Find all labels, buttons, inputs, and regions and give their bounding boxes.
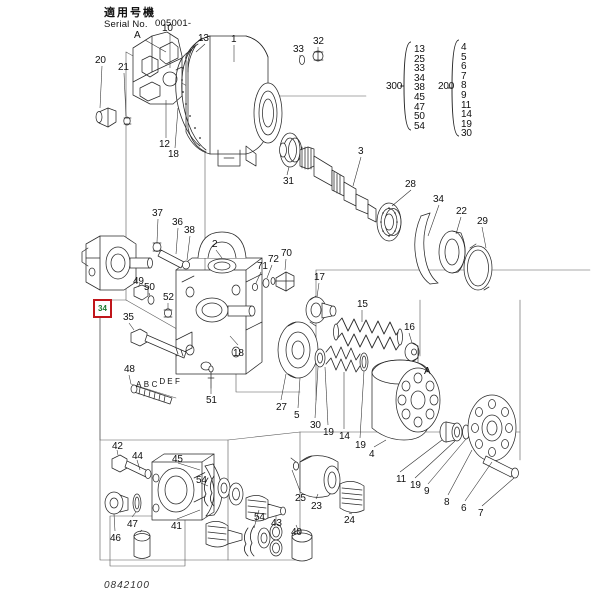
part-callout-44[interactable]: 44 [132,451,143,462]
part-callout-36[interactable]: 36 [172,217,183,228]
part-callout-47[interactable]: 47 [127,519,138,530]
part-callout-37[interactable]: 37 [152,208,163,219]
part-callout-11[interactable]: 11 [396,474,406,485]
part-callout-A[interactable]: A [424,366,431,377]
part48-sublabel-D[interactable]: D [159,377,165,386]
group-200-item-11[interactable]: 11 [461,99,471,111]
part-callout-19[interactable]: 19 [323,427,334,438]
group-200-item-6[interactable]: 6 [461,61,467,73]
part-callout-35[interactable]: 35 [123,312,134,323]
part-callout-6[interactable]: 6 [461,503,467,514]
assembly-group-label-200[interactable]: 200 [438,81,455,92]
part-callout-25[interactable]: 25 [295,493,306,504]
serial-no-label: Serial No. [104,19,148,30]
group-300-item-34[interactable]: 34 [414,72,425,84]
part-callout-48[interactable]: 48 [124,364,135,375]
part-callout-54[interactable]: 54 [196,475,207,486]
part-callout-70[interactable]: 70 [281,248,292,259]
part-callout-19[interactable]: 19 [410,480,421,491]
part-callout-40[interactable]: 40 [291,527,302,538]
part-callout-5[interactable]: 5 [294,410,300,421]
part-callout-30[interactable]: 30 [310,420,321,431]
part-callout-29[interactable]: 29 [477,216,488,227]
part-callout-15[interactable]: 15 [357,299,368,310]
group-300-item-50[interactable]: 50 [414,111,425,123]
part-callout-28[interactable]: 28 [405,179,416,190]
part-callout-18[interactable]: 18 [233,348,244,359]
part-callout-10[interactable]: 10 [162,23,173,34]
part-callout-41[interactable]: 41 [171,521,182,532]
part-callout-33[interactable]: 33 [293,44,304,55]
part-callout-20[interactable]: 20 [95,55,106,66]
part-callout-21[interactable]: 21 [118,62,129,73]
part-callout-A[interactable]: A [134,30,141,41]
part-callout-19[interactable]: 19 [355,440,366,451]
part-callout-31[interactable]: 31 [283,176,294,187]
part-callout-32[interactable]: 32 [313,36,324,47]
group-200-item-5[interactable]: 5 [461,51,467,63]
part-callout-27[interactable]: 27 [276,402,287,413]
group-200-item-9[interactable]: 9 [461,90,467,101]
part48-sublabel-A[interactable]: A [136,380,142,389]
part-callout-50[interactable]: 50 [144,282,155,293]
part-callout-23[interactable]: 23 [311,501,322,512]
part48-sublabel-C[interactable]: C [151,380,158,389]
drawing-number: 0842100 [104,580,150,591]
group-300-item-38[interactable]: 38 [414,82,425,94]
assembly-group-label-300[interactable]: 300 [386,81,403,92]
part-callout-14[interactable]: 14 [339,431,350,442]
group-300-item-45[interactable]: 45 [414,92,425,103]
part-callout-3[interactable]: 3 [358,146,364,157]
group-200-item-8[interactable]: 8 [461,80,467,92]
part-callout-18[interactable]: 18 [168,149,179,160]
group-300-item-25[interactable]: 25 [414,53,425,65]
part-callout-38[interactable]: 38 [184,225,195,236]
part-callout-42[interactable]: 42 [112,441,123,452]
part-callout-4[interactable]: 4 [369,449,375,460]
part-callout-1[interactable]: 1 [231,34,237,45]
group-200-item-14[interactable]: 14 [461,109,472,121]
part-callout-49[interactable]: 49 [133,276,144,287]
group-300-item-47[interactable]: 47 [414,101,425,113]
highlighted-part-number-box[interactable]: 34 [93,299,112,318]
part-callout-45[interactable]: 45 [172,454,183,465]
applicable-model-title-jp: 適用号機 [104,6,156,19]
group-300-item-54[interactable]: 54 [414,120,425,132]
part-callout-24[interactable]: 24 [344,515,355,526]
part-callout-46[interactable]: 46 [110,533,121,544]
part-callout-43[interactable]: 43 [271,518,282,529]
part-callout-22[interactable]: 22 [456,206,467,217]
group-200-item-4[interactable]: 4 [461,42,467,53]
group-200-item-7[interactable]: 7 [461,70,467,82]
serial-no-value: 005001- [155,18,192,29]
group-200-item-30[interactable]: 30 [461,128,472,140]
part48-sublabel-E[interactable]: E [167,377,173,386]
part-callout-2[interactable]: 2 [212,239,218,250]
part48-sublabel-B[interactable]: B [143,380,149,389]
part48-sublabel-F[interactable]: F [175,377,180,386]
part-callout-7[interactable]: 7 [478,508,484,519]
part-callout-54[interactable]: 54 [254,512,265,523]
group-300-item-13[interactable]: 13 [414,44,425,55]
part-callout-16[interactable]: 16 [404,322,415,333]
part-callout-52[interactable]: 52 [163,292,174,303]
highlighted-part-number: 34 [98,304,107,313]
part-callout-12[interactable]: 12 [159,139,170,150]
part-callout-9[interactable]: 9 [424,486,430,497]
group-300-item-33[interactable]: 33 [414,63,425,75]
part-callout-17[interactable]: 17 [314,272,325,283]
part-callout-8[interactable]: 8 [444,497,450,508]
part-callout-72[interactable]: 72 [268,254,279,265]
group-200-item-19[interactable]: 19 [461,118,472,130]
part-callout-34[interactable]: 34 [433,194,444,205]
part-callout-51[interactable]: 51 [206,395,217,406]
part-callout-71[interactable]: 71 [257,261,268,272]
part-callout-13[interactable]: 13 [198,33,209,44]
